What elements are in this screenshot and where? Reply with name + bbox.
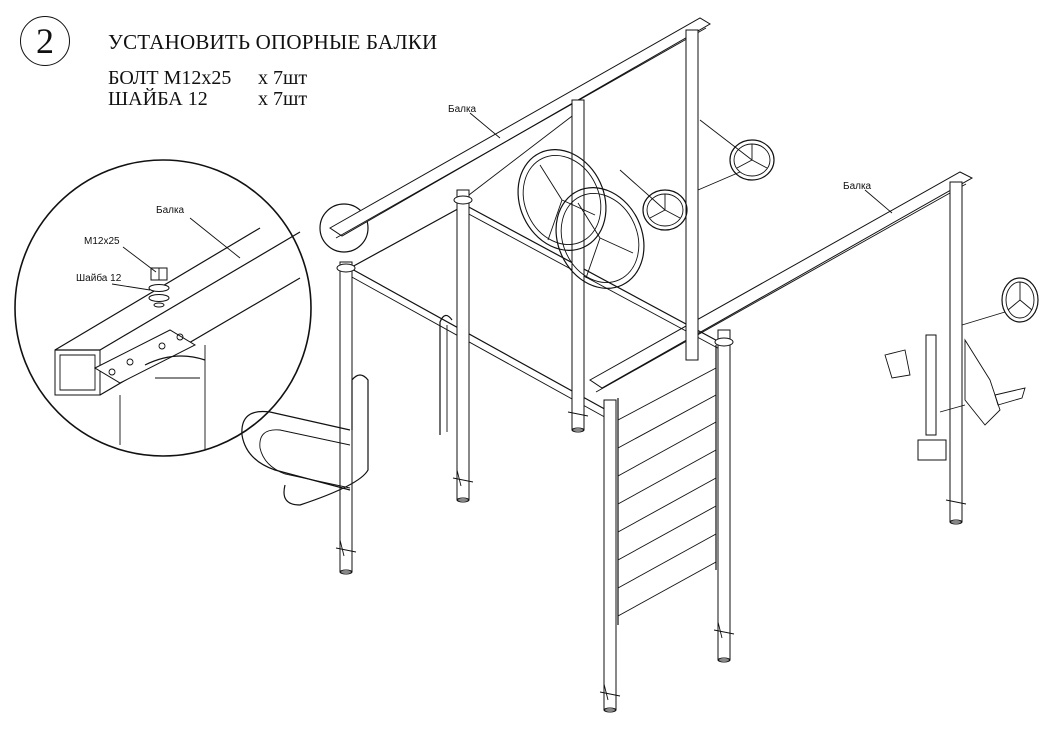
part-name: ШАЙБА 12 bbox=[108, 88, 208, 110]
rail-handle bbox=[439, 314, 453, 435]
detail-bolt-icon bbox=[148, 267, 170, 308]
steering-wheel bbox=[961, 277, 1039, 326]
wall-bars-ladder bbox=[617, 345, 717, 625]
callout-beam-left: Балка bbox=[448, 104, 477, 115]
parts-list-item: ШАЙБА 12 х 7шт bbox=[108, 89, 307, 110]
step-number-badge: 2 bbox=[20, 16, 70, 66]
steering-wheel bbox=[619, 169, 688, 231]
post bbox=[685, 29, 699, 361]
anchor-pins bbox=[335, 411, 967, 701]
post bbox=[603, 399, 617, 713]
rotating-wheel bbox=[555, 187, 645, 289]
leader-line bbox=[864, 189, 893, 214]
callout-beam-right: Балка bbox=[843, 181, 872, 192]
detail-view-outline bbox=[14, 159, 312, 457]
top-beam-left bbox=[329, 17, 711, 237]
parts-list-item: БОЛТ М12х25 х 7шт bbox=[108, 68, 307, 89]
callout-detail-beam: Балка bbox=[156, 205, 185, 216]
part-name: БОЛТ М12х25 bbox=[108, 67, 232, 89]
rotating-wheel bbox=[517, 149, 607, 251]
detail-reference-circle bbox=[319, 203, 369, 253]
main-frame bbox=[241, 17, 1039, 713]
leader-line bbox=[469, 112, 501, 139]
step-title: УСТАНОВИТЬ ОПОРНЫЕ БАЛКИ bbox=[108, 30, 438, 54]
step-number: 2 bbox=[36, 21, 54, 61]
detail-view bbox=[14, 159, 312, 457]
steering-wheel bbox=[697, 119, 775, 191]
post bbox=[571, 99, 585, 433]
exercise-machine bbox=[884, 334, 1026, 461]
parts-list: БОЛТ М12х25 х 7шт ШАЙБА 12 х 7шт bbox=[108, 68, 307, 110]
dip-handles bbox=[241, 374, 369, 506]
callout-detail-bolt: М12х25 bbox=[84, 236, 120, 247]
top-beam-right bbox=[589, 171, 974, 389]
part-quantity: х 7шт bbox=[258, 67, 308, 89]
post bbox=[453, 189, 473, 503]
callout-detail-washer: Шайба 12 bbox=[76, 273, 122, 284]
part-quantity: х 7шт bbox=[258, 88, 308, 110]
post bbox=[714, 329, 734, 663]
post bbox=[949, 181, 963, 525]
